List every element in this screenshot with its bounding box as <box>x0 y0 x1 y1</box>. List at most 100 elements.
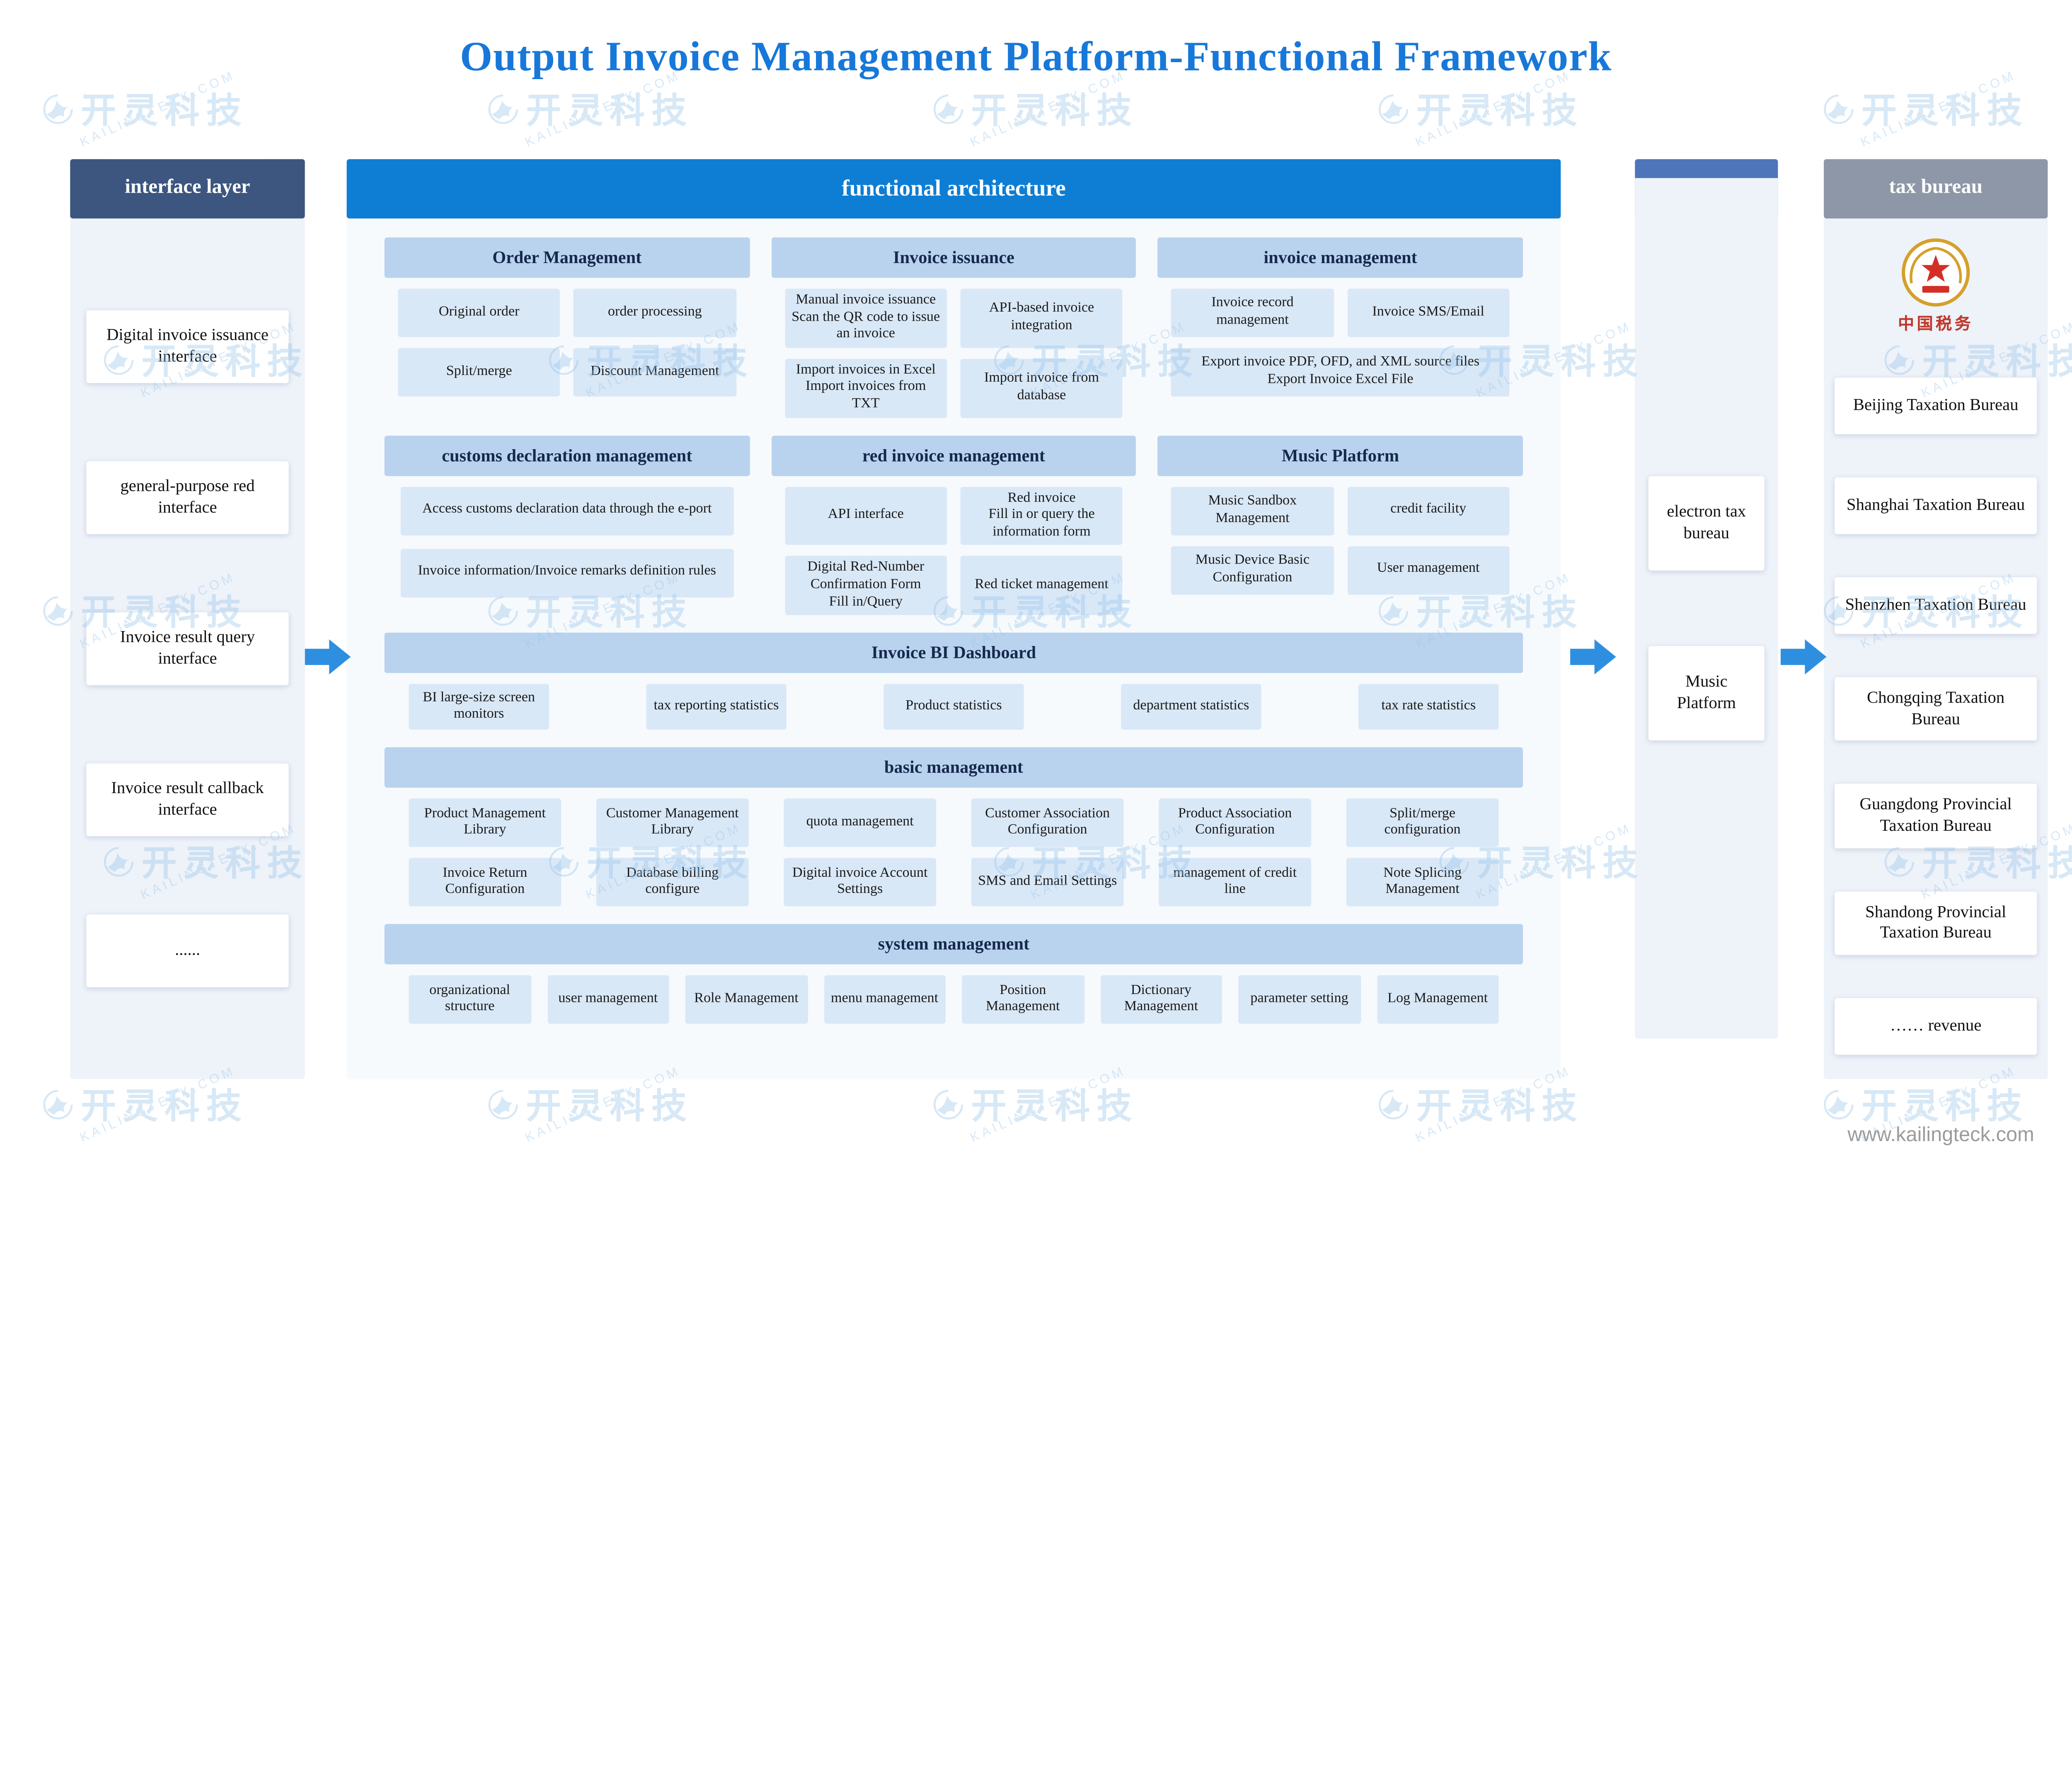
watermark-brand: 开灵科技 <box>971 90 1139 131</box>
watermark-brand: 开灵科技 <box>1416 90 1584 131</box>
tax-item-more-revenue: …… revenue <box>1835 998 2037 1055</box>
china-tax-emblem-icon <box>1901 238 1970 307</box>
watermark-top: 开灵科技 <box>486 1079 715 1129</box>
watermark-brand: 开灵科技 <box>1861 90 2029 131</box>
basic-management-band: basic management Product Management Libr… <box>384 747 1523 907</box>
bird-logo-icon <box>1378 1089 1409 1119</box>
func-item-tax-rate-stats: tax rate statistics <box>1358 684 1499 730</box>
func-item-user-management: User management <box>1347 545 1510 595</box>
interface-item-red-interface: general-purpose red interface <box>86 461 289 535</box>
func-item-music-sandbox: Music Sandbox Management <box>1171 486 1334 535</box>
interface-layer-panel: interface layer Digital invoice issuance… <box>70 159 305 1079</box>
bi-dashboard-items: BI large-size screen monitors tax report… <box>385 684 1523 730</box>
watermark-top: 开灵科技 <box>1376 1079 1605 1129</box>
bird-logo-icon <box>43 94 73 123</box>
func-item-discount-management: Discount Management <box>574 348 736 397</box>
tax-bureau-panel: tax bureau 中国税务 Beijing Taxation Bureau … <box>1824 159 2048 1079</box>
interface-item-result-callback: Invoice result callback interface <box>86 763 289 837</box>
func-item-split-merge-config: Split/merge configuration <box>1346 798 1499 847</box>
interface-item-result-query: Invoice result query interface <box>86 612 289 685</box>
func-item-customs-eport: Access customs declaration data through … <box>400 486 733 535</box>
func-item-bi-screen-monitors: BI large-size screen monitors <box>409 684 549 730</box>
func-item-invoice-record: Invoice record management <box>1171 288 1334 337</box>
watermark-brand: 开灵科技 <box>526 1086 694 1127</box>
watermark-brand: 开灵科技 <box>1861 1086 2029 1127</box>
watermark-top: 开灵科技 <box>41 84 270 133</box>
bird-logo-icon <box>488 94 518 123</box>
func-item-red-invoice-form: Red invoice Fill in or query the informa… <box>960 486 1123 546</box>
customs-declaration-header: customs declaration management <box>384 435 750 476</box>
invoice-management-items: Invoice record management Invoice SMS/Em… <box>1158 288 1523 397</box>
bi-dashboard-header: Invoice BI Dashboard <box>384 633 1523 673</box>
watermark-top: 开灵科技 <box>486 84 715 133</box>
china-tax-emblem: 中国税务 <box>1898 237 1973 334</box>
arrow-right-icon <box>1570 639 1616 675</box>
red-invoice-group: red invoice management API interface Red… <box>771 435 1136 615</box>
func-item-tax-reporting-stats: tax reporting statistics <box>646 684 787 730</box>
func-item-split-merge: Split/merge <box>398 348 560 397</box>
arrow-right-icon <box>1570 636 1616 677</box>
red-invoice-header: red invoice management <box>771 435 1136 476</box>
watermark-brand: 开灵科技 <box>971 1086 1139 1127</box>
functional-architecture-panel: functional architecture Order Management… <box>346 159 1561 1079</box>
invoice-management-header: invoice management <box>1158 237 1523 278</box>
red-invoice-items: API interface Red invoice Fill in or que… <box>771 486 1136 615</box>
func-item-original-order: Original order <box>398 288 560 337</box>
tax-item-shanghai: Shanghai Taxation Bureau <box>1835 477 2037 535</box>
tax-item-shandong: Shandong Provincial Taxation Bureau <box>1835 891 2037 955</box>
order-management-items: Original order order processing Split/me… <box>385 288 750 397</box>
tax-item-chongqing: Chongqing Taxation Bureau <box>1835 677 2037 741</box>
func-item-role-management: Role Management <box>685 975 808 1024</box>
func-item-invoice-sms-email: Invoice SMS/Email <box>1347 288 1510 337</box>
func-item-customer-association: Customer Association Configuration <box>971 798 1124 847</box>
interface-item-more: ...... <box>86 914 289 987</box>
local-side-api-body: electron tax bureau Music Platform <box>1635 178 1778 1039</box>
invoice-issuance-items: Manual invoice issuance Scan the QR code… <box>771 288 1136 418</box>
func-item-menu-management: menu management <box>823 975 946 1024</box>
bird-logo-icon <box>933 1089 963 1119</box>
interface-layer-body: Digital invoice issuance interface gener… <box>70 218 305 1079</box>
func-item-sms-email-settings: SMS and Email Settings <box>971 858 1124 907</box>
func-item-import-excel-txt: Import invoices in Excel Import invoices… <box>784 358 947 418</box>
customs-declaration-items: Access customs declaration data through … <box>385 486 750 597</box>
order-management-header: Order Management <box>384 237 750 278</box>
system-management-band: system management organizational structu… <box>384 924 1523 1024</box>
arrow-right-icon <box>305 636 351 677</box>
func-item-credit-line: management of credit line <box>1159 858 1312 907</box>
func-item-log-management: Log Management <box>1376 975 1499 1024</box>
tax-bureau-body: 中国税务 Beijing Taxation Bureau Shanghai Ta… <box>1824 218 2048 1079</box>
music-platform-items: Music Sandbox Management credit facility… <box>1158 486 1523 595</box>
func-item-dictionary-management: Dictionary Management <box>1100 975 1222 1024</box>
arrow-right-icon <box>305 639 351 675</box>
invoice-issuance-header: Invoice issuance <box>771 237 1136 278</box>
bird-logo-icon <box>488 1089 518 1119</box>
local-side-api-panel: local side API electron tax bureau Music… <box>1635 159 1778 1079</box>
tax-item-beijing: Beijing Taxation Bureau <box>1835 377 2037 435</box>
system-management-header: system management <box>384 924 1523 965</box>
func-item-api-interface: API interface <box>784 486 947 546</box>
watermark-top: 开灵科技 <box>41 1079 270 1129</box>
watermark-top: 开灵科技 <box>1821 1079 2050 1129</box>
func-item-user-management: user management <box>547 975 669 1024</box>
watermark-brand: 开灵科技 <box>81 1086 249 1127</box>
functional-architecture-header: functional architecture <box>346 159 1561 219</box>
tax-item-shenzhen: Shenzhen Taxation Bureau <box>1835 577 2037 634</box>
func-item-red-number-confirmation: Digital Red-Number Confirmation Form Fil… <box>784 556 947 615</box>
tax-item-guangdong: Guangdong Provincial Taxation Bureau <box>1835 784 2037 848</box>
music-platform-header: Music Platform <box>1158 435 1523 476</box>
functional-architecture-body: Order Management Original order order pr… <box>346 218 1561 1079</box>
arrow-right-icon <box>1780 636 1827 677</box>
arrow-right-icon <box>1780 639 1827 675</box>
bird-logo-icon <box>43 1089 73 1119</box>
watermark-top: 开灵科技 <box>1821 84 2050 133</box>
func-item-music-device-config: Music Device Basic Configuration <box>1171 545 1334 595</box>
watermark-top: 开灵科技 <box>1376 84 1605 133</box>
customs-declaration-group: customs declaration management Access cu… <box>384 435 750 615</box>
func-item-invoice-remarks-rules: Invoice information/Invoice remarks defi… <box>400 548 733 597</box>
func-item-credit-facility: credit facility <box>1347 486 1510 535</box>
